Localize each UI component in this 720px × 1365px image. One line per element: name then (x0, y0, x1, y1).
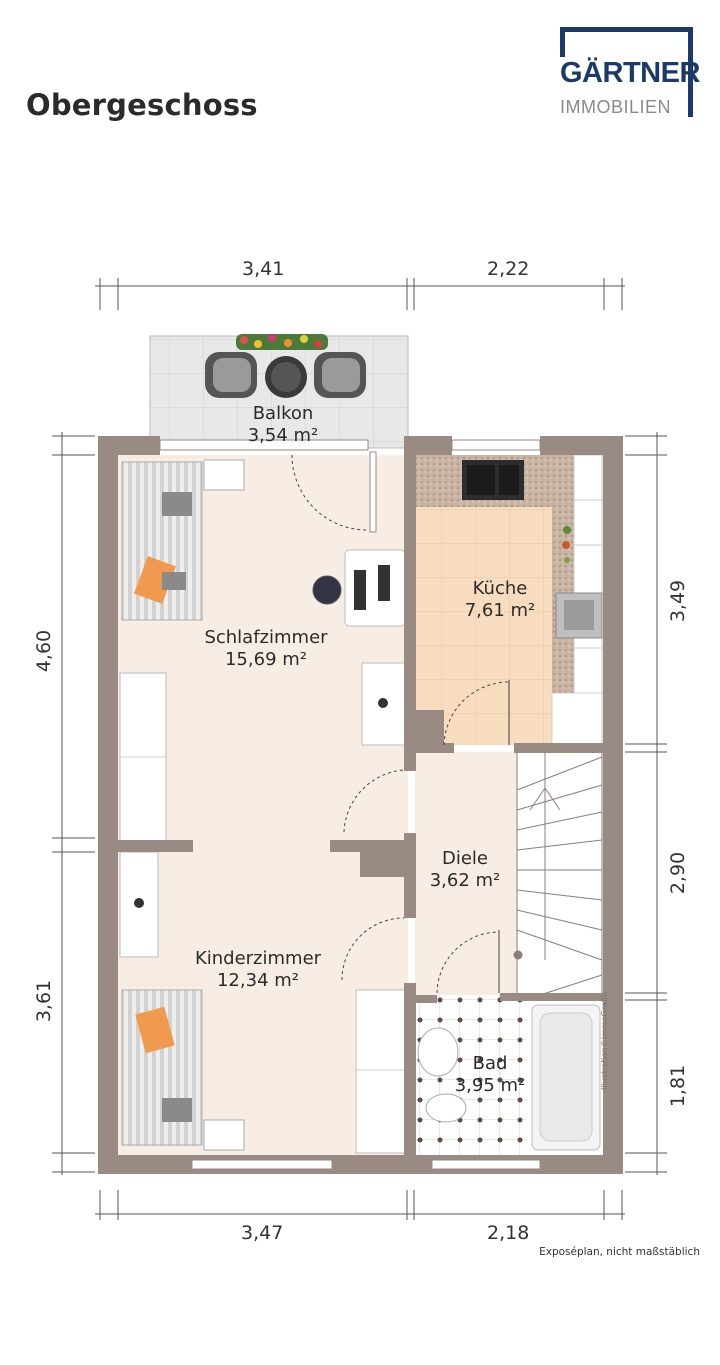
washbasin (417, 1027, 459, 1077)
windows (159, 439, 541, 1170)
dim-left-bottom: 3,61 (33, 979, 55, 1023)
logo-frame (560, 27, 693, 117)
dim-left-top: 4,60 (33, 629, 55, 673)
dim-top-left: 3,41 (242, 258, 285, 280)
company-logo: GÄRTNER IMMOBILIEN (560, 27, 700, 117)
balcony-furniture (205, 334, 366, 398)
logo-subtitle: IMMOBILIEN (560, 97, 672, 117)
dimension-lines (52, 278, 667, 1220)
dim-top-right: 2,22 (487, 258, 530, 280)
toilet (425, 1093, 467, 1123)
room-area: 7,61 m² (464, 600, 536, 621)
room-label-kinderzimmer: Kinderzimmer 12,34 m² (168, 948, 348, 992)
dim-bottom-left: 3,47 (241, 1222, 284, 1244)
staircase (513, 751, 603, 996)
dim-right-top: 3,49 (667, 579, 689, 623)
room-label-diele: Diele 3,62 m² (405, 848, 525, 892)
dim-right-middle: 2,90 (667, 851, 689, 895)
room-name: Schlafzimmer (204, 627, 328, 648)
room-label-kueche: Küche 7,61 m² (440, 578, 560, 622)
logo-name: GÄRTNER (560, 57, 700, 89)
logo-frame-left (560, 27, 565, 57)
kitchen-floor (415, 505, 552, 745)
room-label-schlafzimmer: Schlafzimmer 15,69 m² (176, 627, 356, 671)
door-swings (291, 454, 510, 994)
room-label-bad: Bad 3,95 m² (440, 1053, 540, 1097)
room-area: 3,62 m² (429, 870, 501, 891)
room-area: 12,34 m² (216, 970, 299, 991)
room-label-balkon: Balkon 3,54 m² (218, 403, 348, 447)
room-name: Kinderzimmer (194, 948, 322, 969)
dim-right-bottom: 1,81 (667, 1064, 689, 1108)
illustration-credit: Illustration©ImmoGrafik (600, 992, 609, 1090)
page-title: Obergeschoss (26, 88, 258, 122)
dim-bottom-right: 2,18 (487, 1222, 530, 1244)
room-area: 3,95 m² (454, 1075, 526, 1096)
room-name: Bad (472, 1053, 508, 1074)
room-area: 15,69 m² (224, 649, 307, 670)
wardrobe-kidsroom (355, 989, 407, 1154)
room-name: Balkon (252, 403, 314, 424)
room-area: 3,54 m² (247, 425, 319, 446)
plan-note: Exposéplan, nicht maßstäblich (539, 1246, 700, 1258)
room-name: Diele (441, 848, 488, 869)
room-name: Küche (472, 578, 528, 599)
